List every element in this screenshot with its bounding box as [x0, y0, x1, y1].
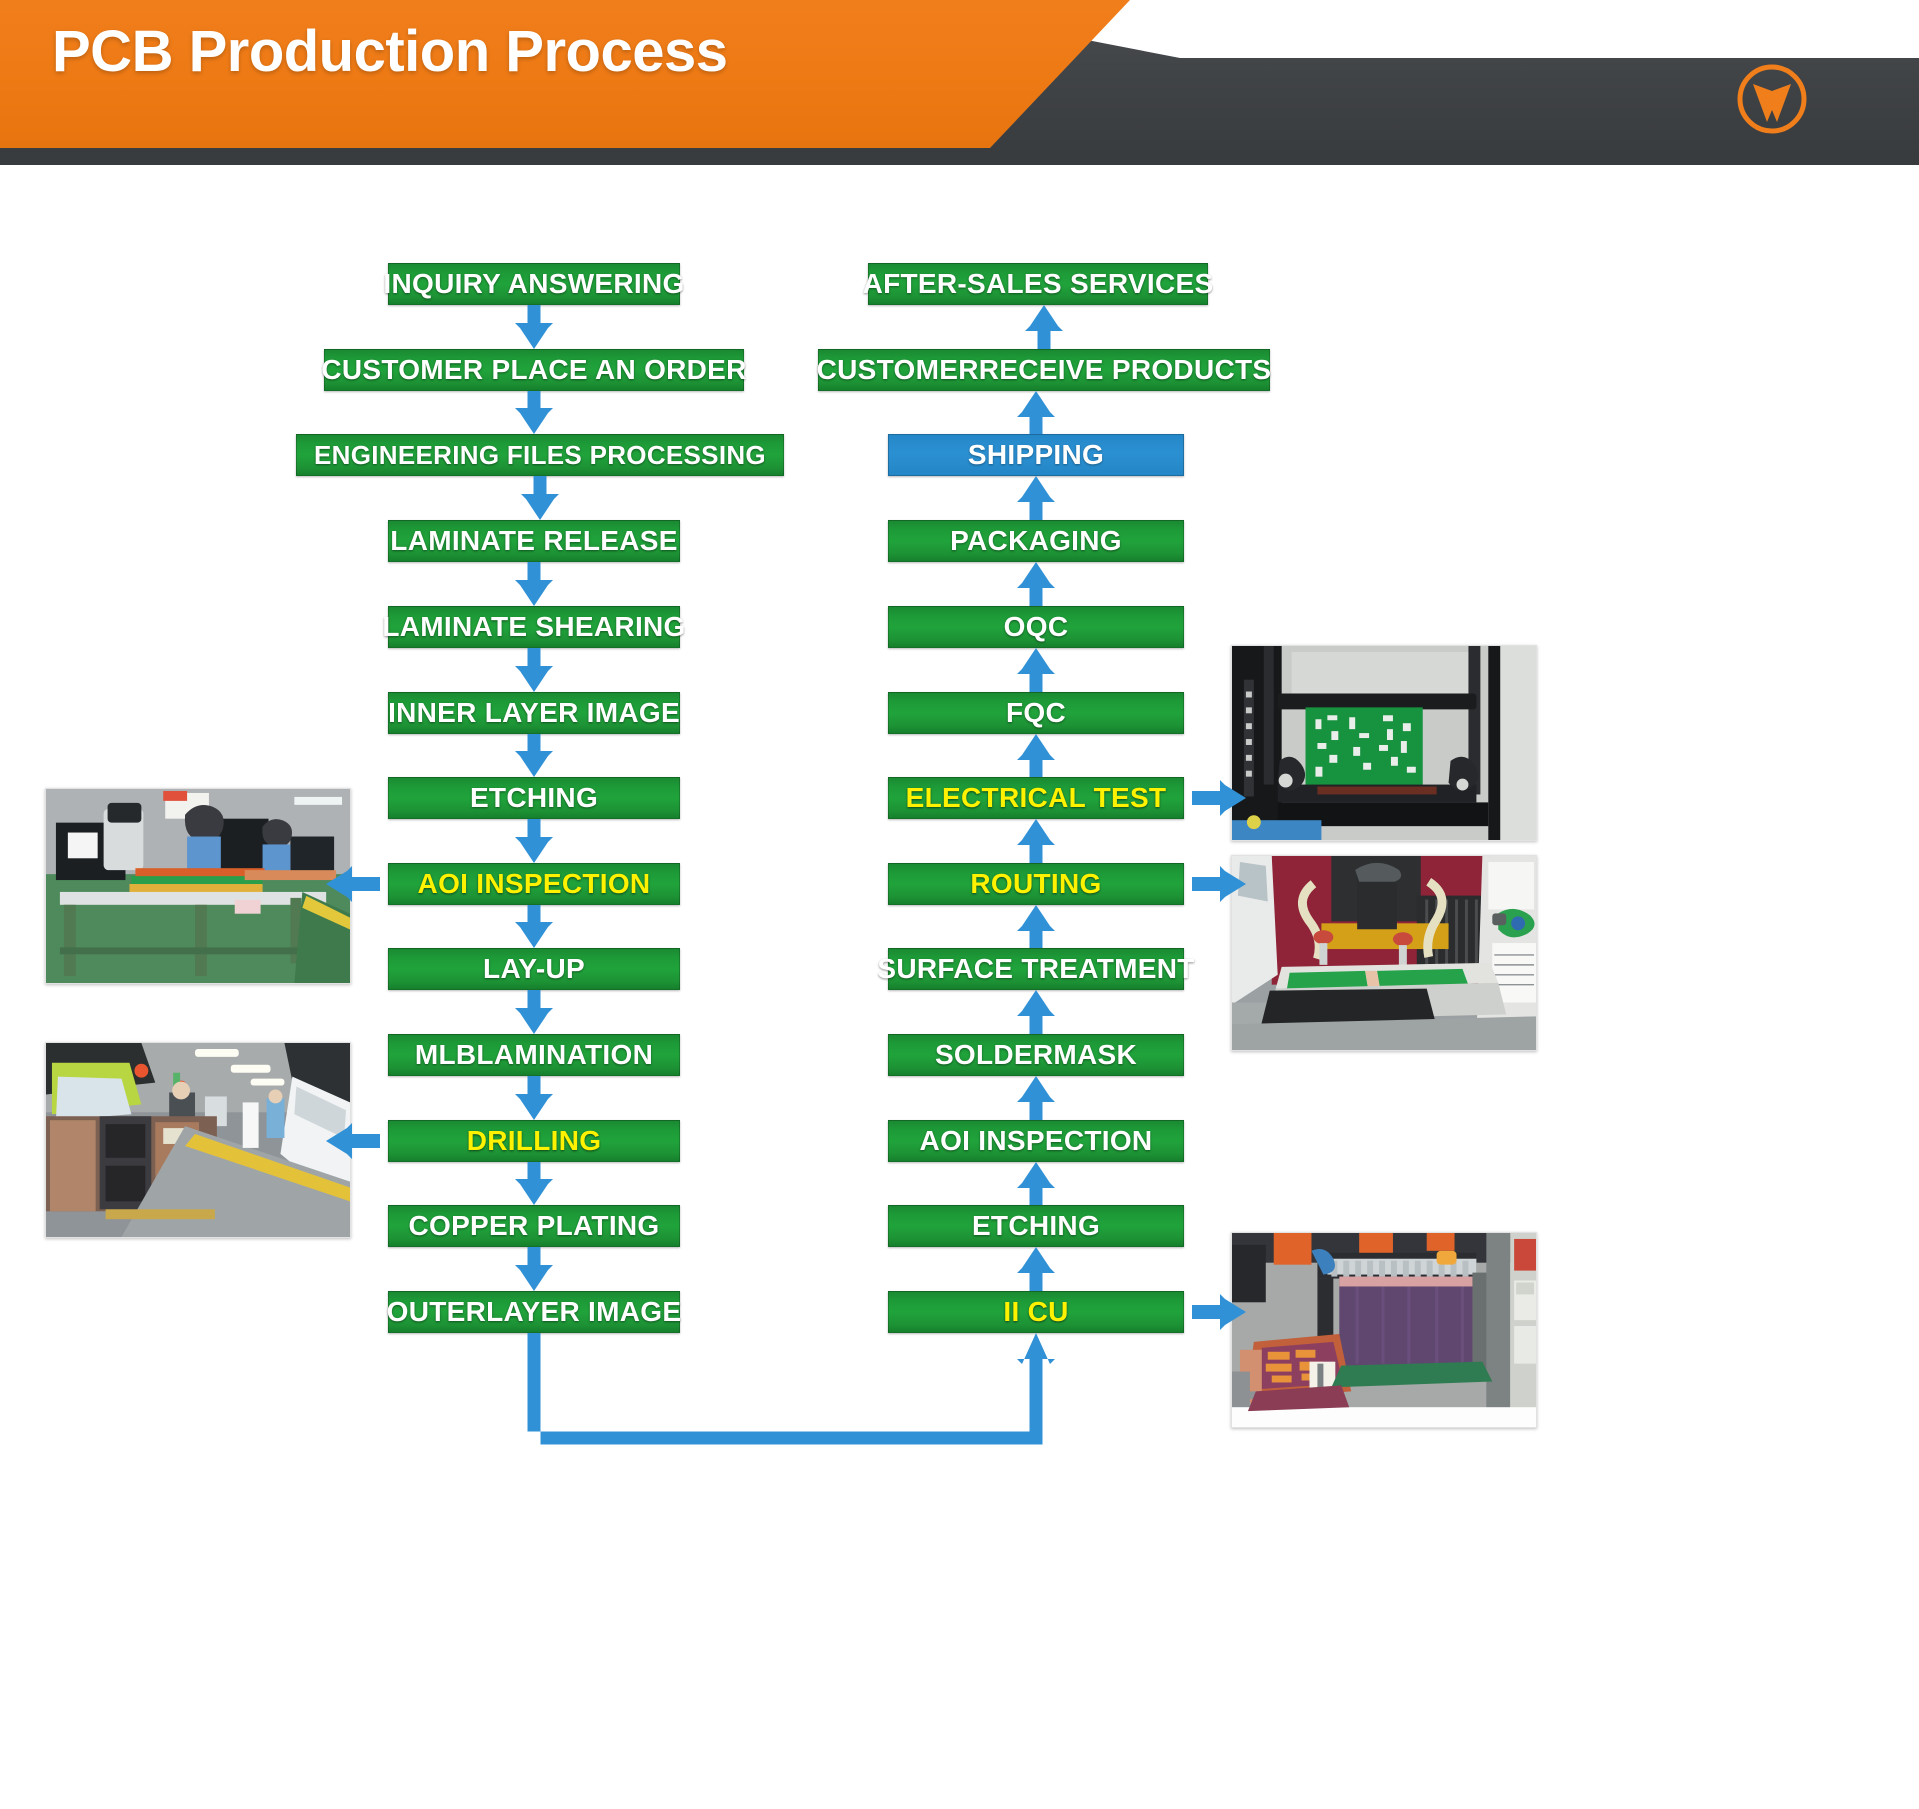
- process-box-routing[interactable]: ROUTING: [888, 863, 1184, 905]
- process-box-fqc[interactable]: FQC: [888, 692, 1184, 734]
- process-box-drilling[interactable]: DRILLING: [388, 1120, 680, 1162]
- flow-arrow-up-1: [1017, 1247, 1055, 1291]
- company-logo-icon: [1733, 60, 1811, 138]
- process-box-label: COPPER PLATING: [408, 1210, 660, 1241]
- process-box-customer-place-an-order[interactable]: CUSTOMER PLACE AN ORDER: [321, 349, 747, 391]
- photo-routing: [1231, 855, 1537, 1051]
- process-box-soldermask[interactable]: SOLDERMASK: [888, 1034, 1184, 1076]
- process-box-label: LAMINATE RELEASE: [390, 525, 678, 556]
- process-box-label: ELECTRICAL TEST: [905, 782, 1167, 813]
- process-box-etching-left[interactable]: ETCHING: [388, 777, 680, 819]
- process-box-inquiry-answering[interactable]: INQUIRY ANSWERING: [383, 263, 684, 305]
- flow-arrow-down-5: [515, 648, 553, 692]
- flow-arrow-up-12: [1025, 305, 1063, 349]
- process-box-label: ETCHING: [469, 782, 599, 813]
- process-box-label: CUSTOMERRECEIVE PRODUCTS: [816, 354, 1272, 385]
- flow-arrow-down-3: [521, 476, 559, 520]
- process-box-shipping[interactable]: SHIPPING: [888, 434, 1184, 476]
- process-box-after-sales-services[interactable]: AFTER-SALES SERVICES: [863, 263, 1213, 305]
- process-box-packaging[interactable]: PACKAGING: [888, 520, 1184, 562]
- flow-arrow-down-11: [515, 1162, 553, 1205]
- flow-arrow-down-2: [515, 391, 553, 434]
- process-box-aoi-inspection-right[interactable]: AOI INSPECTION: [888, 1120, 1184, 1162]
- process-box-label: II CU: [1003, 1296, 1069, 1327]
- process-box-ii-cu[interactable]: II CU: [888, 1291, 1184, 1333]
- process-box-etching-right[interactable]: ETCHING: [888, 1205, 1184, 1247]
- flow-arrow-up-3: [1017, 1076, 1055, 1120]
- flow-arrow-down-1: [515, 305, 553, 349]
- process-box-surface-treatment[interactable]: SURFACE TREATMENT: [877, 948, 1194, 990]
- process-box-outerlayer-image[interactable]: OUTERLAYER IMAGE: [386, 1291, 682, 1333]
- flow-arrow-down-7: [515, 819, 553, 863]
- process-box-label: AOI INSPECTION: [919, 1125, 1153, 1156]
- process-box-label: ETCHING: [971, 1210, 1101, 1241]
- header-orange-banner: [0, 0, 1130, 148]
- flow-arrow-down-6: [515, 734, 553, 777]
- process-box-label: INNER LAYER IMAGE: [388, 697, 680, 728]
- photo-aoi-inspection: [45, 788, 351, 984]
- process-box-oqc[interactable]: OQC: [888, 606, 1184, 648]
- photo-electrical-test: [1231, 645, 1537, 841]
- flow-arrow-down-10: [515, 1076, 553, 1120]
- flow-arrow-down-12: [515, 1247, 553, 1291]
- process-box-copper-plating[interactable]: COPPER PLATING: [388, 1205, 680, 1247]
- process-box-label: OQC: [1003, 611, 1069, 642]
- flow-arrow-up-6: [1017, 819, 1055, 863]
- flow-arrow-down-9: [515, 990, 553, 1034]
- process-box-engineering-files-processing[interactable]: ENGINEERING FILES PROCESSING: [296, 434, 784, 476]
- photo-drilling: [45, 1042, 351, 1238]
- process-box-label: INQUIRY ANSWERING: [383, 268, 685, 299]
- flow-arrow-up-2: [1017, 1162, 1055, 1205]
- flow-arrow-up-8: [1017, 648, 1055, 692]
- process-box-label: DRILLING: [466, 1125, 602, 1156]
- page-title: PCB Production Process: [52, 19, 728, 84]
- process-box-laminate-shearing[interactable]: LAMINATE SHEARING: [382, 606, 685, 648]
- loop-outerlayer-to-iicu: [527, 1333, 1055, 1445]
- process-box-label: OUTERLAYER IMAGE: [386, 1296, 682, 1327]
- process-box-label: PACKAGING: [950, 525, 1122, 556]
- process-box-label: SURFACE TREATMENT: [877, 953, 1195, 984]
- process-box-label: ROUTING: [970, 868, 1102, 899]
- flow-arrow-down-8: [515, 905, 553, 948]
- process-box-lay-up[interactable]: LAY-UP: [388, 948, 680, 990]
- process-box-label: FQC: [1005, 697, 1066, 728]
- flow-arrow-up-11: [1017, 391, 1055, 434]
- process-box-label: ENGINEERING FILES PROCESSING: [314, 439, 766, 470]
- process-box-electrical-test[interactable]: ELECTRICAL TEST: [888, 777, 1184, 819]
- process-box-label: LAMINATE SHEARING: [382, 611, 686, 642]
- process-box-aoi-inspection-left[interactable]: AOI INSPECTION: [388, 863, 680, 905]
- process-box-label: SHIPPING: [967, 439, 1105, 470]
- flow-arrow-down-4: [515, 562, 553, 606]
- process-box-label: AOI INSPECTION: [417, 868, 651, 899]
- process-box-laminate-release[interactable]: LAMINATE RELEASE: [388, 520, 680, 562]
- page-header: PCB Production Process: [0, 0, 1919, 165]
- flow-arrow-up-5: [1017, 905, 1055, 948]
- process-box-inner-layer-image[interactable]: INNER LAYER IMAGE: [388, 692, 680, 734]
- flow-arrow-up-4: [1017, 990, 1055, 1034]
- process-box-mlblamination[interactable]: MLBLAMINATION: [388, 1034, 680, 1076]
- process-box-label: MLBLAMINATION: [414, 1039, 654, 1070]
- process-box-customerreceive-products[interactable]: CUSTOMERRECEIVE PRODUCTS: [816, 349, 1272, 391]
- process-box-label: LAY-UP: [483, 953, 585, 984]
- photo-copper-plating: [1231, 1232, 1537, 1428]
- flow-arrow-up-9: [1017, 562, 1055, 606]
- process-box-label: CUSTOMER PLACE AN ORDER: [321, 354, 747, 385]
- flow-arrow-up-7: [1017, 734, 1055, 777]
- process-box-label: AFTER-SALES SERVICES: [862, 268, 1214, 299]
- flow-arrow-up-10: [1017, 476, 1055, 520]
- process-box-label: SOLDERMASK: [934, 1039, 1138, 1070]
